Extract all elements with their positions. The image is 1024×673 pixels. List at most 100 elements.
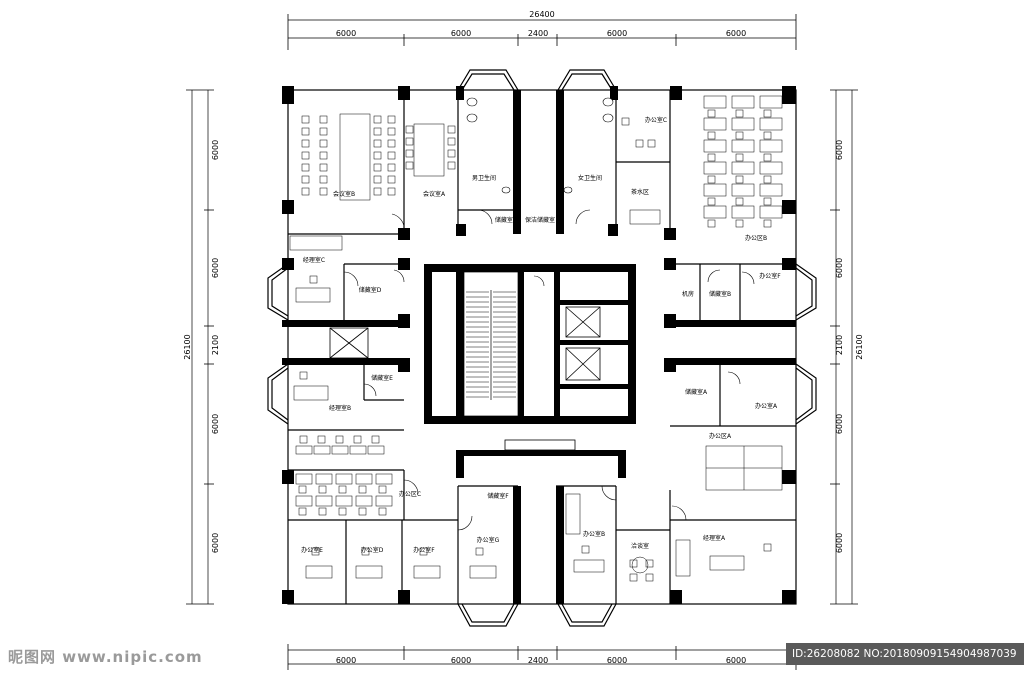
workstation [331, 445, 349, 455]
room-storage-c: 储藏室C [495, 216, 517, 224]
workstation [367, 445, 385, 455]
chair [301, 175, 310, 184]
interior-walls [287, 89, 797, 605]
room-office-area-c: 办公区C [399, 490, 421, 498]
workstation [703, 205, 727, 219]
chair [319, 151, 328, 160]
watermark-site: 昵图网 www.nipic.com [8, 648, 203, 666]
right-dim-1: 6000 [835, 140, 844, 160]
chair [707, 197, 716, 206]
chair [301, 187, 310, 196]
room-machine-room: 机房 [682, 290, 694, 298]
watermark-id: ID:26208082 NO:20180909154904987039 [786, 643, 1024, 665]
chair [387, 175, 396, 184]
chair [311, 547, 320, 556]
workstation [703, 161, 727, 175]
top-dim-3: 2400 [528, 29, 548, 38]
chair [763, 175, 772, 184]
chair [447, 161, 456, 170]
workstation [335, 495, 353, 507]
chair [387, 115, 396, 124]
workstation [731, 139, 755, 153]
chair [299, 371, 308, 380]
chair [301, 127, 310, 136]
chair [373, 175, 382, 184]
workstation [315, 473, 333, 485]
workstation [295, 473, 313, 485]
workstation [295, 445, 313, 455]
workstation [759, 205, 783, 219]
workstation [731, 117, 755, 131]
chair [378, 485, 387, 494]
chair [301, 115, 310, 124]
chair [707, 153, 716, 162]
chair [387, 139, 396, 148]
room-labels: 会议室B 会议室A 男卫生间 女卫生间 办公室C 茶水区 办公区B 经理室C 储… [301, 116, 781, 554]
chair [735, 175, 744, 184]
chair [735, 131, 744, 140]
right-dim-4: 6000 [835, 414, 844, 434]
workstation [703, 95, 727, 109]
room-manager-b: 经理室B [329, 404, 351, 412]
workstation [759, 95, 783, 109]
right-total-dimension: 26100 [855, 334, 864, 359]
chair [621, 117, 630, 126]
chair [319, 187, 328, 196]
chair [629, 559, 638, 568]
workstation [703, 139, 727, 153]
room-storage-b: 储藏室B [709, 290, 731, 298]
room-storage-a: 储藏室A [685, 388, 708, 396]
chair [387, 163, 396, 172]
chair [353, 435, 362, 444]
workstation [295, 495, 313, 507]
chair [338, 485, 347, 494]
chair [405, 137, 414, 146]
chair [763, 109, 772, 118]
chair [707, 131, 716, 140]
workstation [349, 445, 367, 455]
bay-windows [267, 69, 817, 627]
chair [707, 109, 716, 118]
top-dim-1: 6000 [336, 29, 356, 38]
structural-walls [282, 86, 796, 604]
room-male-wc: 男卫生间 [472, 174, 496, 182]
chair [475, 547, 484, 556]
chair [735, 197, 744, 206]
chair [447, 125, 456, 134]
chair [707, 175, 716, 184]
workstation [355, 473, 373, 485]
workstation [759, 183, 783, 197]
bottom-dim-4: 6000 [607, 656, 627, 665]
room-storage-d: 储藏室D [359, 286, 382, 294]
door-swings [343, 209, 755, 531]
chair [338, 507, 347, 516]
toilets [466, 97, 614, 194]
workstation [375, 473, 393, 485]
workstation [731, 205, 755, 219]
chair [647, 139, 656, 148]
chair [373, 151, 382, 160]
chair [581, 545, 590, 554]
chair [378, 507, 387, 516]
workstation [731, 161, 755, 175]
left-dim-5: 6000 [211, 533, 220, 553]
room-meeting-a: 会议室A [423, 190, 446, 198]
left-dim-3: 2100 [211, 335, 220, 355]
workstation [375, 495, 393, 507]
room-manager-c: 经理室C [303, 256, 325, 264]
chair [309, 275, 318, 284]
chair [735, 109, 744, 118]
chair [629, 573, 638, 582]
chair [763, 543, 772, 552]
dimension-labels: 26400 6000 6000 2400 6000 6000 6000 6000… [183, 10, 864, 665]
chair [763, 153, 772, 162]
right-dim-3: 2100 [835, 335, 844, 355]
chair [419, 547, 428, 556]
chair [373, 127, 382, 136]
room-female-wc: 女卫生间 [578, 174, 602, 182]
room-storage-f: 储藏室F [487, 492, 509, 500]
chair [301, 163, 310, 172]
room-storage-e: 储藏室E [371, 374, 393, 382]
left-dim-2: 6000 [211, 258, 220, 278]
